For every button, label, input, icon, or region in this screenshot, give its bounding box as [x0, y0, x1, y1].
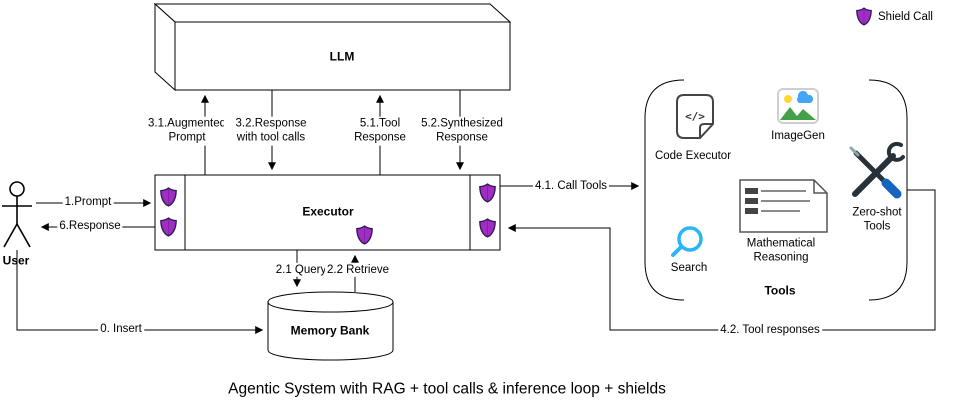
legend-shield-icon	[856, 7, 872, 26]
code-executor-label: Code Executor	[654, 149, 732, 162]
imagegen-label: ImageGen	[771, 129, 825, 142]
search-label: Search	[670, 261, 708, 274]
executor-label: Executor	[302, 204, 354, 219]
legend-shield-label: Shield Call	[878, 10, 933, 23]
edge-label-response-with-tool-calls: 3.2.Response with tool calls	[224, 116, 318, 146]
tools-group-label: Tools	[764, 283, 796, 298]
edge-label-prompt: 1.Prompt	[62, 194, 114, 210]
llm-front-face	[174, 21, 511, 91]
memory-bank-label: Memory Bank	[290, 323, 370, 338]
math-reasoning-label: Mathematical Reasoning	[746, 237, 816, 264]
math-reasoning-icon	[739, 179, 828, 233]
zero-shot-tools-label: Zero-shot Tools	[852, 206, 902, 233]
user-figure	[2, 181, 32, 248]
edge-insert	[16, 250, 264, 334]
tools-bracket-left	[644, 79, 685, 301]
edge-label-augmented-prompt: 3.1.Augmented Prompt	[143, 116, 231, 146]
edge-label-response: 6.Response	[57, 218, 123, 234]
edge-label-call-tools: 4.1. Call Tools	[532, 178, 610, 194]
code-glyph: </>	[685, 110, 705, 123]
edge-label-retrieve: 2.2 Retrieve	[324, 262, 392, 278]
llm-top-face	[153, 3, 512, 23]
llm-node	[153, 2, 512, 92]
memory-bank-node	[267, 291, 394, 361]
edge-label-tool-response: 5.1.Tool Response	[343, 116, 417, 146]
zero-shot-tools-icon	[849, 141, 905, 199]
user-label: User	[2, 253, 30, 268]
imagegen-icon	[777, 88, 819, 124]
diagram-title: Agentic System with RAG + tool calls & i…	[228, 380, 666, 398]
edge-label-tool-responses: 4.2. Tool responses	[718, 322, 822, 338]
llm-label: LLM	[329, 49, 355, 64]
edge-label-query: 2.1 Query	[273, 262, 329, 278]
edge-label-synthesized-response: 5.2.Synthesized Response	[412, 116, 512, 146]
executor-node	[154, 174, 501, 251]
search-icon	[671, 226, 703, 257]
code-executor-icon: </>	[676, 94, 714, 139]
edge-label-insert: 0. Insert	[98, 321, 144, 337]
